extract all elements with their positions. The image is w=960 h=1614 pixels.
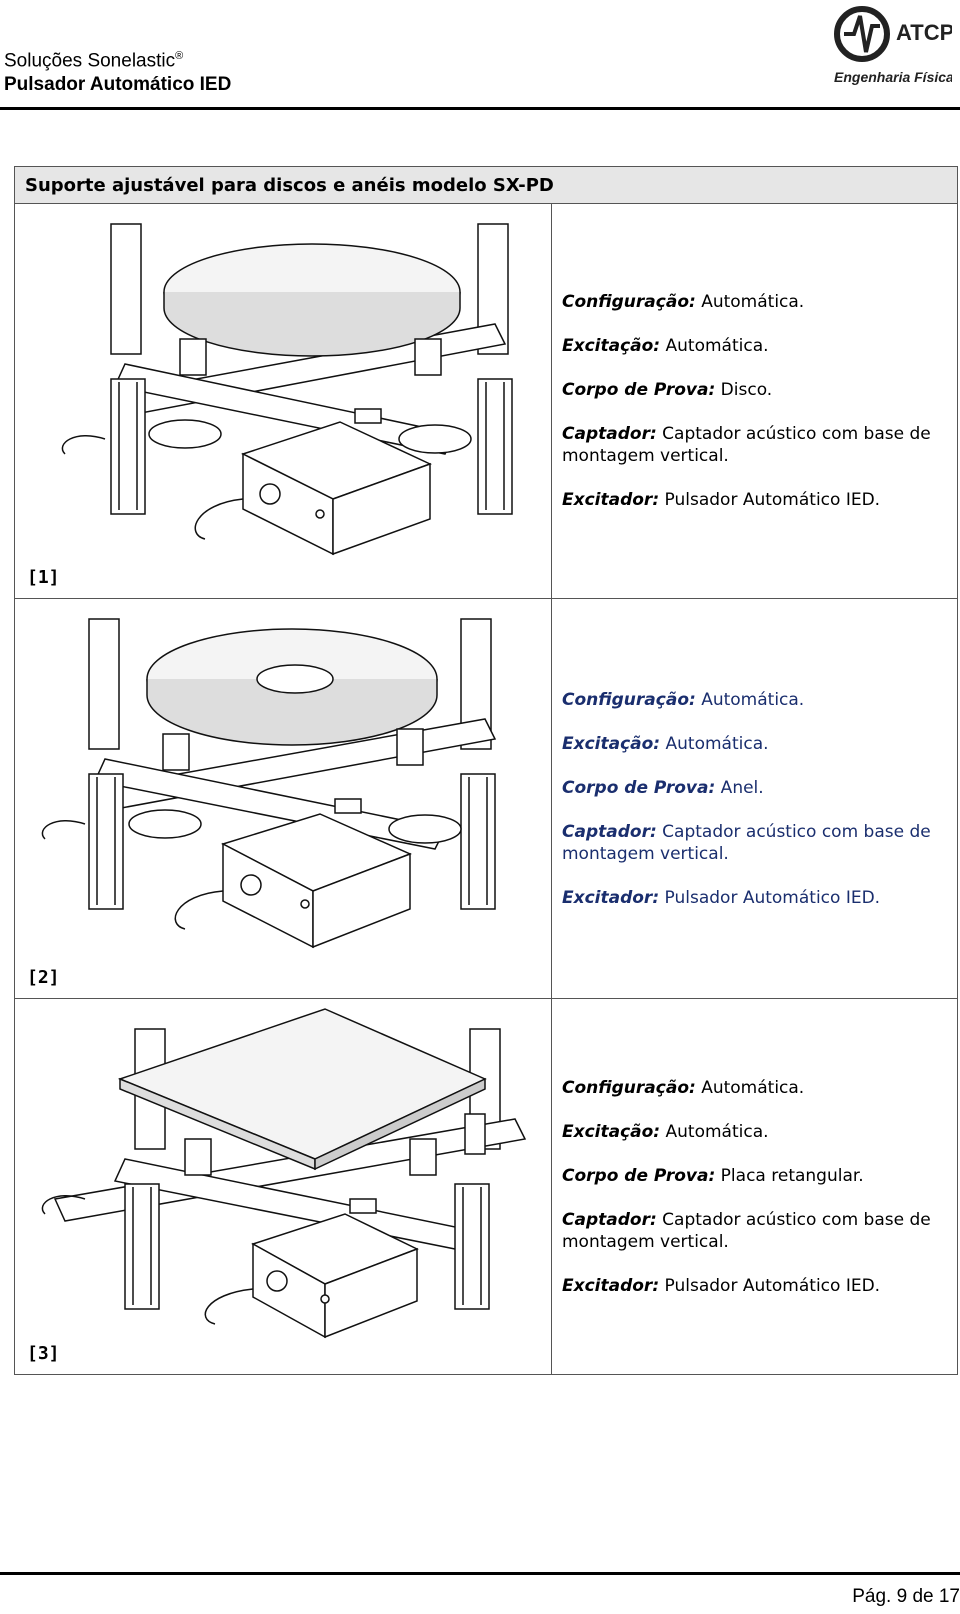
support-table: Suporte ajustável para discos e anéis mo…: [14, 166, 958, 1375]
table-row: [2] Configuração: Automática. Excitação:…: [14, 598, 958, 999]
table-row: [1] Configuração: Automática. Excitação:…: [14, 203, 958, 599]
config-line: Configuração: Automática.: [562, 292, 805, 312]
illustration-cell: [1]: [14, 203, 552, 599]
excitation-line: Excitação: Automática.: [562, 336, 769, 356]
excitation-line: Excitação: Automática.: [562, 1121, 769, 1142]
specimen-line: Corpo de Prova: Placa retangular.: [562, 1165, 864, 1186]
specimen-line: Corpo de Prova: Anel.: [562, 777, 764, 798]
illustration-cell: [2]: [14, 598, 552, 999]
spec-cell: Configuração: Automática. Excitação: Aut…: [551, 998, 958, 1375]
config-line: Configuração: Automática.: [562, 689, 805, 710]
pickup-line: Captador: Captador acústico com base de …: [562, 821, 931, 864]
disc-setup-drawing: [61, 223, 513, 556]
figure-ref: [3]: [27, 1343, 60, 1364]
exciter-line: Excitador: Pulsador Automático IED.: [562, 887, 881, 908]
illustration-cell: [3]: [14, 998, 552, 1375]
document-header: Soluções Sonelastic® Pulsador Automático…: [4, 44, 231, 97]
page-number: Pág. 9 de 17: [852, 1586, 960, 1607]
spec-cell: Configuração: Automática. Excitação: Aut…: [551, 203, 958, 599]
specimen-line: Corpo de Prova: Disco.: [562, 380, 773, 400]
table-row: [3] Configuração: Automática. Excitação:…: [14, 998, 958, 1375]
exciter-line: Excitador: Pulsador Automático IED.: [562, 490, 881, 510]
logo-title: ATCP: [896, 20, 952, 45]
product-name: Pulsador Automático IED: [4, 74, 232, 96]
header-rule: [0, 107, 960, 110]
brand-name: Soluções Sonelastic: [4, 50, 176, 72]
brand-line: Soluções Sonelastic®: [4, 44, 231, 73]
excitation-line: Excitação: Automática.: [562, 733, 769, 754]
logo-subtitle: Engenharia Física: [834, 69, 952, 85]
atcp-logo: ATCP Engenharia Física: [834, 6, 952, 85]
pickup-line: Captador: Captador acústico com base de …: [562, 1209, 931, 1252]
registered-mark: ®: [175, 50, 184, 62]
spec-cell: Configuração: Automática. Excitação: Aut…: [551, 598, 958, 999]
ring-setup-drawing: [41, 618, 497, 949]
figure-ref: [2]: [27, 967, 60, 988]
config-line: Configuração: Automática.: [562, 1077, 805, 1098]
plate-setup-drawing: [41, 1008, 527, 1339]
exciter-line: Excitador: Pulsador Automático IED.: [562, 1275, 881, 1296]
pickup-line: Captador: Captador acústico com base de …: [562, 424, 931, 466]
figure-ref: [1]: [27, 567, 60, 588]
footer-rule: [0, 1572, 960, 1575]
table-title: Suporte ajustável para discos e anéis mo…: [14, 166, 958, 204]
